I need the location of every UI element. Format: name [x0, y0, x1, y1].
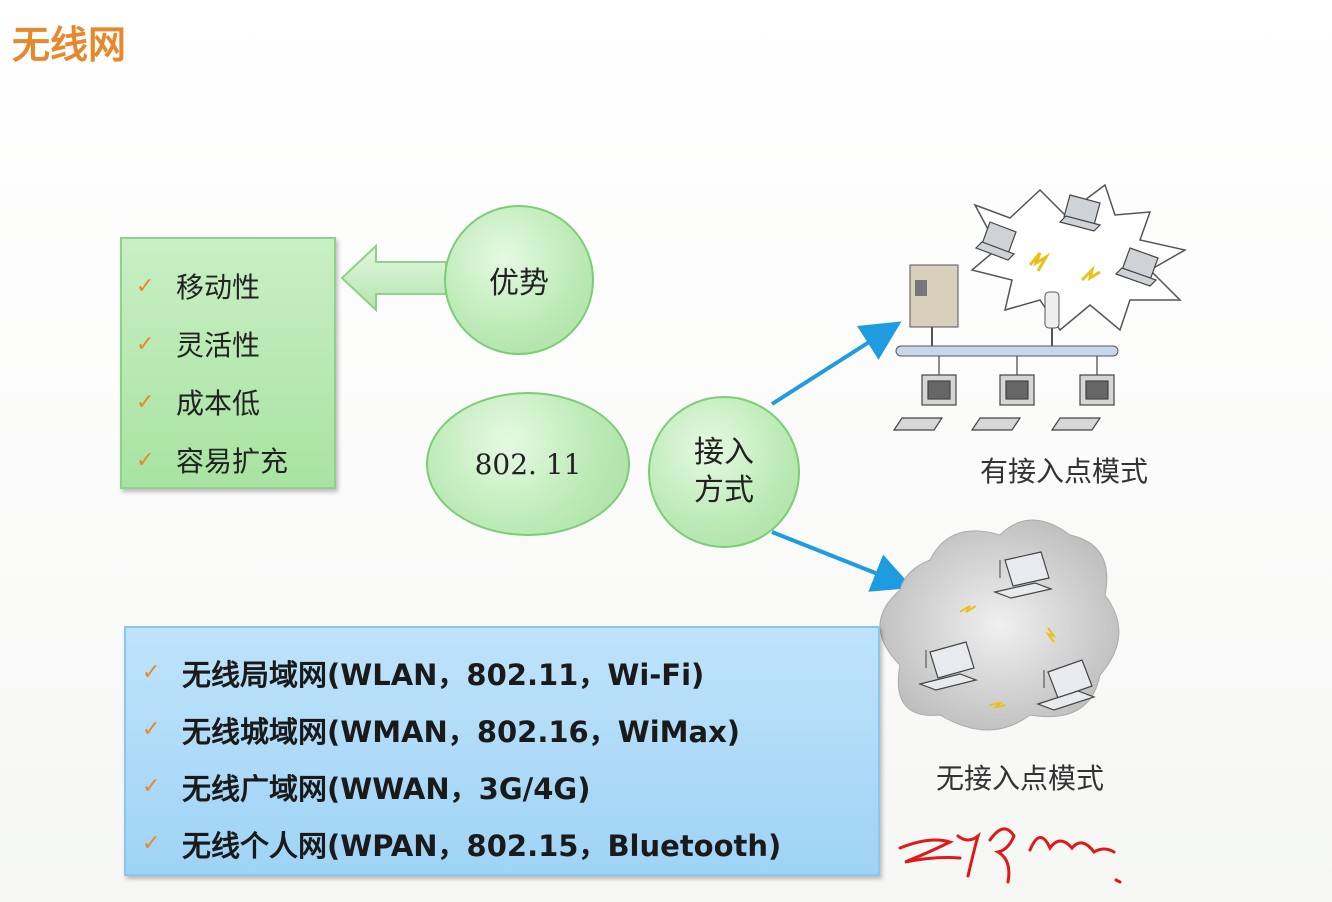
check-icon: ✓	[136, 331, 155, 357]
list-item: ✓无线城域网(WMAN，802.16，WiMax)	[142, 714, 741, 749]
list-item: ✓移动性	[136, 271, 261, 304]
check-icon: ✓	[136, 389, 155, 415]
check-icon: ✓	[142, 831, 161, 856]
standard-bubble: 802. 11	[426, 392, 630, 536]
check-icon: ✓	[142, 774, 161, 799]
check-icon: ✓	[136, 447, 155, 473]
network-types-box: ✓无线局域网(WLAN，802.11，Wi-Fi) ✓无线城域网(WMAN，80…	[124, 626, 880, 876]
ap-mode-illustration	[892, 183, 1188, 431]
arrow-to-ap-mode	[770, 321, 902, 406]
signature-mark	[898, 827, 1122, 884]
left-arrow-icon	[340, 243, 447, 313]
list-item: ✓无线广域网(WWAN，3G/4G)	[142, 771, 591, 806]
check-icon: ✓	[136, 273, 155, 299]
list-item: ✓无线局域网(WLAN，802.11，Wi-Fi)	[142, 657, 705, 692]
list-item: ✓无线个人网(WPAN，802.15，Bluetooth)	[142, 828, 782, 863]
ap-mode-caption: 有接入点模式	[980, 455, 1149, 488]
advantage-bubble: 优势	[444, 205, 594, 355]
check-icon: ✓	[142, 717, 161, 742]
arrow-to-adhoc-mode	[771, 530, 913, 592]
list-item: ✓灵活性	[136, 329, 261, 362]
check-icon: ✓	[142, 660, 161, 685]
list-item: ✓容易扩充	[136, 445, 289, 478]
access-mode-bubble: 接入方式	[648, 396, 800, 548]
adhoc-mode-illustration	[879, 519, 1120, 731]
adhoc-mode-caption: 无接入点模式	[936, 762, 1105, 795]
page-title: 无线网	[12, 23, 127, 67]
advantages-box: ✓移动性 ✓灵活性 ✓成本低 ✓容易扩充	[120, 237, 336, 489]
list-item: ✓成本低	[136, 387, 261, 420]
